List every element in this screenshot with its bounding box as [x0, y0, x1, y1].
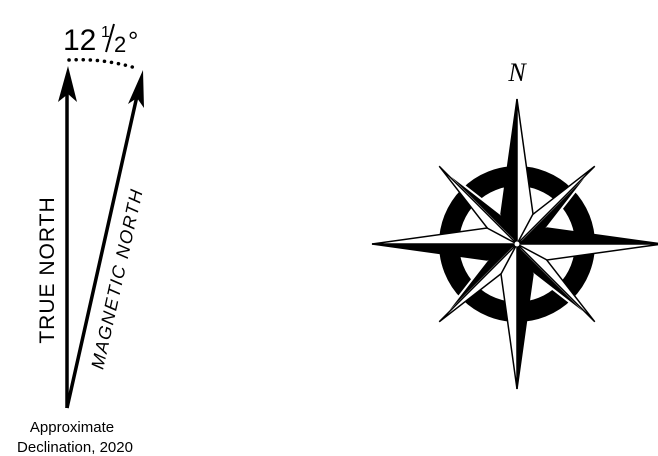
caption-line-2: Declination, 2020: [17, 439, 133, 456]
magnetic-north-shaft: [65, 95, 139, 409]
magnetic-north-arrowhead: [128, 70, 144, 108]
compass-rose: N: [371, 58, 658, 390]
true-north-arrowhead: [58, 66, 77, 102]
compass-north-label: N: [507, 58, 527, 87]
compass-rose-graphic: [371, 98, 658, 390]
angle-denominator: 2: [114, 32, 126, 57]
fraction-slash: [105, 23, 115, 53]
compass-center: [514, 241, 520, 247]
angle-numerator: 1: [101, 24, 110, 41]
angle-unit: °: [128, 26, 138, 56]
declination-arc: [67, 57, 141, 71]
magnetic-north-arrow: [65, 70, 144, 409]
compass-points-intercardinal: [438, 165, 596, 323]
true-north-label: TRUE NORTH: [36, 196, 59, 343]
caption-line-1: Approximate: [30, 419, 114, 436]
compass-points-cardinal: [371, 98, 658, 390]
declination-angle-label: 12 1 2 °: [63, 23, 138, 57]
true-north-arrow: [58, 66, 77, 408]
declination-diagram: 12 1 2 ° TRUE NORTH MAGNETIC NORTH Appro…: [17, 23, 147, 456]
angle-whole: 12: [63, 24, 96, 57]
